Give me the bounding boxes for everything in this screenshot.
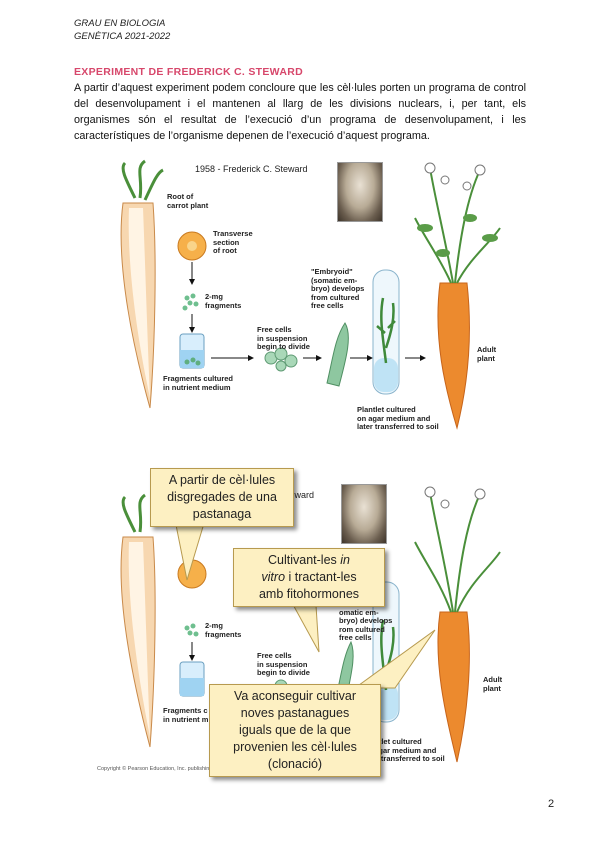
experiment-diagram <box>95 158 515 443</box>
header-course: GRAU EN BIOLOGIA <box>74 18 165 29</box>
callout-cloning: Va aconseguir cultivar noves pastanagues… <box>209 684 381 777</box>
free-cells-label: Free cells in suspension begin to divide <box>257 326 310 352</box>
root-label: Root of carrot plant <box>167 193 208 210</box>
callout-source-cells: A partir de cèl·lules disgregades de una… <box>150 468 294 527</box>
embryoid-label: "Embryoid" (somatic em- bryo) develops f… <box>311 268 364 311</box>
adult-plant-label-2: Adult plant <box>483 676 502 693</box>
header-subject: GENÈTICA 2021-2022 <box>74 31 170 42</box>
cultured-label: Fragments cultured in nutrient medium <box>163 375 233 392</box>
cultured-label-partial: Fragments c in nutrient m <box>163 707 208 724</box>
steward-portrait <box>337 162 383 222</box>
figure-year-caption: 1958 - Frederick C. Steward <box>195 164 308 174</box>
callout-in-vitro-pre: Cultivant-les <box>268 553 340 567</box>
steward-figure-annotated: Steward 2-mg fragments Fragments c in nu… <box>95 462 515 784</box>
plantlet-label: Plantlet cultured on agar medium and lat… <box>357 406 439 432</box>
body-paragraph: A partir d’aquest experiment podem concl… <box>74 80 526 144</box>
page-number: 2 <box>548 798 554 810</box>
fragments-label: 2-mg fragments <box>205 293 241 310</box>
fragments-label-2: 2-mg fragments <box>205 622 241 639</box>
steward-portrait-2 <box>341 484 387 544</box>
callout-in-vitro: Cultivant-les in vitro i tractant-les am… <box>233 548 385 607</box>
adult-plant-label: Adult plant <box>477 346 496 363</box>
section-title: EXPERIMENT DE FREDERICK C. STEWARD <box>74 66 303 78</box>
free-cells-label-2: Free cells in suspension begin to divide <box>257 652 310 678</box>
section-label: Transverse section of root <box>213 230 253 256</box>
steward-figure-top: 1958 - Frederick C. Steward Root of carr… <box>95 158 515 443</box>
